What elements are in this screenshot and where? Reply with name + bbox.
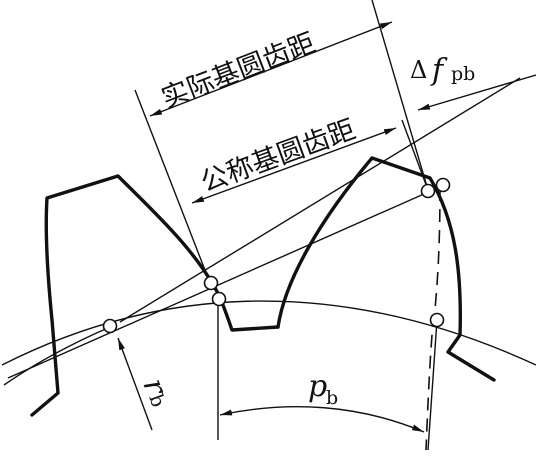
point-contact-upper-right-a bbox=[420, 183, 436, 199]
dim-base-radius bbox=[117, 337, 153, 431]
gear-tooth-right-inner-dashed bbox=[425, 187, 441, 451]
label-deviation-f: f bbox=[430, 53, 448, 88]
label-nominal-base-pitch: 公称基圆齿距 bbox=[197, 114, 360, 199]
point-base-circle-left bbox=[102, 318, 118, 334]
base-circle-arc bbox=[1, 300, 536, 366]
gear-tooth-right bbox=[276, 156, 496, 382]
ext-line-left-a bbox=[134, 89, 211, 284]
dim-actual-base-pitch bbox=[149, 21, 393, 117]
point-base-circle-right bbox=[429, 312, 445, 328]
dim-nominal-base-pitch bbox=[191, 127, 397, 204]
label-base-pitch-p: p bbox=[308, 369, 327, 404]
label-deviation-sub: pb bbox=[451, 63, 475, 85]
line-of-action-outer bbox=[7, 185, 443, 379]
point-contact-upper-right-b bbox=[435, 177, 451, 193]
gear-tooth-left-flank bbox=[210, 281, 280, 332]
label-delta-symbol: Δ bbox=[410, 56, 427, 84]
ext-line-delta bbox=[401, 119, 429, 191]
label-base-pitch-sub: b bbox=[326, 387, 338, 409]
dim-delta-arrow bbox=[417, 74, 536, 111]
point-contact-lower-left bbox=[211, 291, 227, 307]
root-arc bbox=[3, 326, 111, 386]
point-contact-upper-left bbox=[203, 275, 219, 291]
dim-base-pitch-arc bbox=[219, 406, 425, 433]
ext-line-right-b bbox=[427, 319, 438, 451]
label-actual-base-pitch: 实际基圆齿距 bbox=[157, 28, 319, 115]
gear-tooth-left bbox=[30, 174, 214, 417]
